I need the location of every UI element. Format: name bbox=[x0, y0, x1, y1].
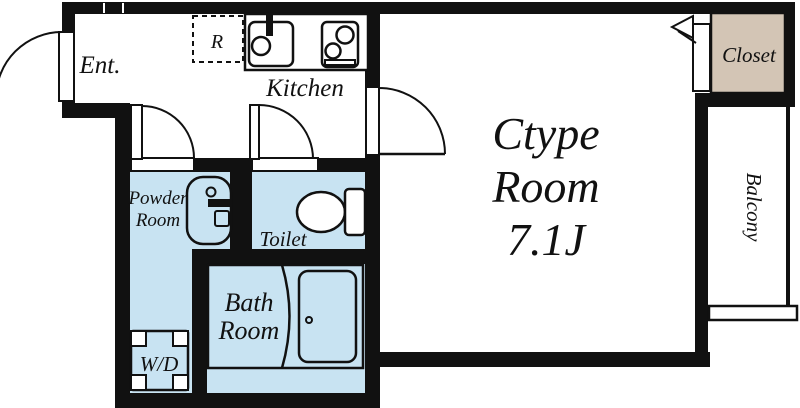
bath-partition-curve bbox=[280, 264, 291, 369]
wall-laundry-bath bbox=[192, 264, 207, 408]
stove-icon bbox=[320, 20, 360, 69]
wd-corner-tl bbox=[130, 330, 147, 347]
washer-dryer-icon bbox=[129, 329, 190, 392]
powder-room-label-line1: Powder bbox=[127, 188, 188, 209]
washbasin-outline bbox=[185, 175, 233, 246]
toilet-bowl bbox=[295, 190, 347, 234]
toilet-tank bbox=[343, 187, 367, 237]
entrance-door-arc bbox=[0, 31, 63, 79]
bath-room-label-line2: Room bbox=[218, 316, 280, 345]
powder-door-arc bbox=[141, 105, 195, 159]
stove-grill bbox=[324, 59, 356, 66]
stove-burner-2 bbox=[324, 42, 342, 60]
main-room-label-line1: Ctype bbox=[492, 108, 599, 159]
room-door-arc bbox=[378, 87, 446, 155]
toilet-door-arc bbox=[258, 104, 314, 160]
toilet-door-opening bbox=[251, 157, 319, 172]
closet-door-leaf bbox=[692, 23, 711, 92]
refrigerator-box bbox=[192, 15, 244, 63]
balcony-railing-line bbox=[786, 107, 790, 320]
powder-room-label-line2: Room bbox=[135, 210, 180, 231]
wd-corner-br bbox=[172, 374, 189, 391]
washbasin-knob bbox=[205, 186, 217, 198]
wall-seam-1 bbox=[103, 3, 105, 13]
wall-room-balcony bbox=[695, 93, 708, 367]
wall-seam-2 bbox=[122, 3, 124, 13]
balcony-end-band bbox=[707, 304, 799, 322]
entrance-door-leaf bbox=[58, 31, 75, 102]
wd-corner-tr bbox=[172, 330, 189, 347]
wall-room-bottom bbox=[365, 352, 710, 367]
powder-door-leaf bbox=[130, 104, 143, 160]
toilet-label: Toilet bbox=[259, 227, 307, 251]
wall-closet-right bbox=[785, 2, 795, 107]
laundry-corridor-area bbox=[130, 172, 192, 393]
kitchen-sink-drain bbox=[250, 35, 272, 57]
bath-unit bbox=[206, 263, 365, 370]
closet-door-swing-icon bbox=[669, 14, 694, 40]
washbasin-faucet bbox=[208, 199, 230, 207]
wall-toilet-bath bbox=[192, 249, 380, 264]
wall-top bbox=[62, 2, 795, 14]
main-room-label-line2: Room bbox=[491, 161, 599, 212]
wd-pan-outline bbox=[129, 329, 190, 392]
room-door-opening bbox=[365, 86, 380, 156]
bath-unit-outline bbox=[206, 263, 365, 370]
wd-corner-bl bbox=[130, 374, 147, 391]
bathtub-icon bbox=[297, 269, 358, 364]
bathtub-drain bbox=[305, 316, 313, 324]
washbasin-icon bbox=[185, 175, 233, 246]
kitchen-faucet-icon bbox=[266, 13, 273, 36]
balcony-label: Balcony bbox=[742, 173, 766, 242]
wall-entrance-bottom bbox=[62, 103, 130, 118]
kitchen-label: Kitchen bbox=[265, 75, 344, 102]
stove-burner-1 bbox=[335, 25, 355, 45]
refrigerator-label: R bbox=[210, 31, 223, 53]
entrance-label: Ent. bbox=[79, 52, 121, 79]
washer-dryer-label: W/D bbox=[140, 352, 179, 376]
wall-closet-bottom bbox=[695, 93, 795, 107]
closet-door-swing-line bbox=[677, 30, 697, 44]
washbasin-soap-box bbox=[214, 210, 230, 227]
bath-room-label-line1: Bath bbox=[224, 288, 273, 317]
wall-bottom-left-block bbox=[115, 393, 380, 408]
main-room-label-line3: 7.1J bbox=[507, 214, 588, 265]
kitchen-counter bbox=[243, 12, 370, 72]
toilet-door-leaf bbox=[249, 104, 260, 160]
toilet-icon bbox=[295, 187, 367, 237]
powder-door-opening bbox=[130, 157, 195, 172]
wall-powder-toilet bbox=[230, 172, 252, 264]
wall-left-lower bbox=[115, 103, 130, 408]
closet-label: Closet bbox=[722, 43, 777, 67]
